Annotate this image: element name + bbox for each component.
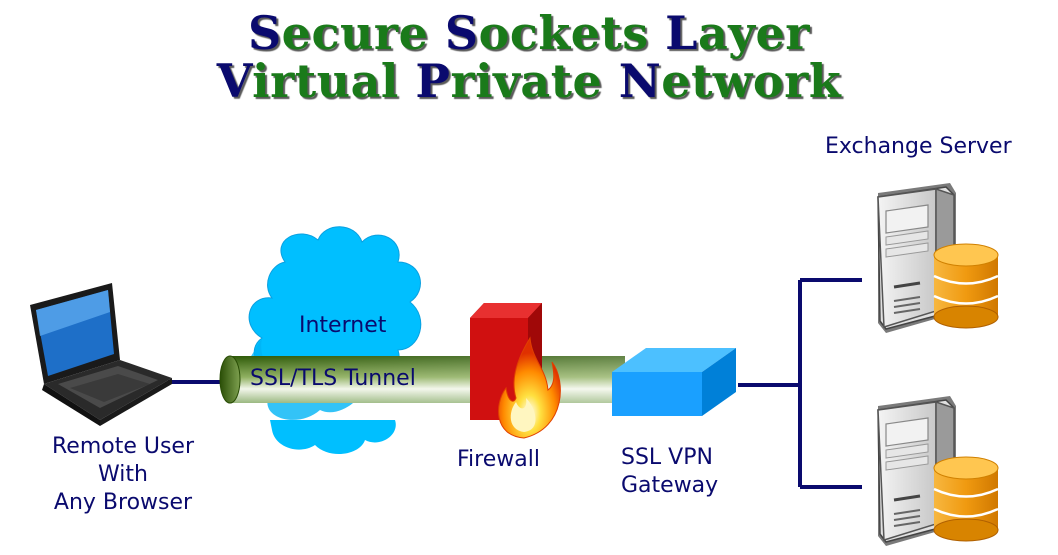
title-capital: S	[444, 6, 479, 60]
database-icon	[932, 455, 1000, 543]
remote-label-line2: With	[98, 462, 148, 487]
remote-label-line3: Any Browser	[53, 490, 193, 515]
title-capital: L	[665, 6, 698, 60]
exchange-server-label: Exchange Server	[825, 134, 1012, 159]
gateway-label-line2: Gateway	[621, 473, 719, 498]
title-line-1: Secure Sockets Layer	[0, 10, 1058, 56]
laptop-icon	[30, 283, 172, 426]
cloud-icon	[242, 226, 422, 455]
database-icon	[932, 242, 1000, 330]
firewall-label: Firewall	[457, 447, 540, 472]
title-line-2: Virtual Private Network	[0, 58, 1058, 104]
remote-label-line1: Remote User	[51, 434, 195, 459]
remote-user-label: Remote User With Any Browser	[30, 433, 216, 517]
flame-icon	[498, 336, 561, 439]
title-capital: P	[415, 54, 451, 108]
title-capital: S	[247, 6, 282, 60]
gateway-label: SSL VPN Gateway	[621, 444, 718, 500]
title-text: irtual	[252, 54, 416, 108]
gateway-label-line1: SSL VPN	[621, 445, 713, 470]
title-text: ecure	[281, 6, 445, 60]
title-text: rivate	[450, 54, 619, 108]
connector-lines	[168, 278, 862, 489]
tunnel-label: SSL/TLS Tunnel	[250, 366, 416, 391]
internet-label: Internet	[299, 313, 387, 338]
title-text: ayer	[698, 6, 811, 60]
title-text: ockets	[478, 6, 666, 60]
title-capital: N	[618, 54, 662, 108]
gateway-icon	[612, 348, 736, 416]
title-text: etwork	[661, 54, 842, 108]
title-capital: V	[216, 54, 253, 108]
